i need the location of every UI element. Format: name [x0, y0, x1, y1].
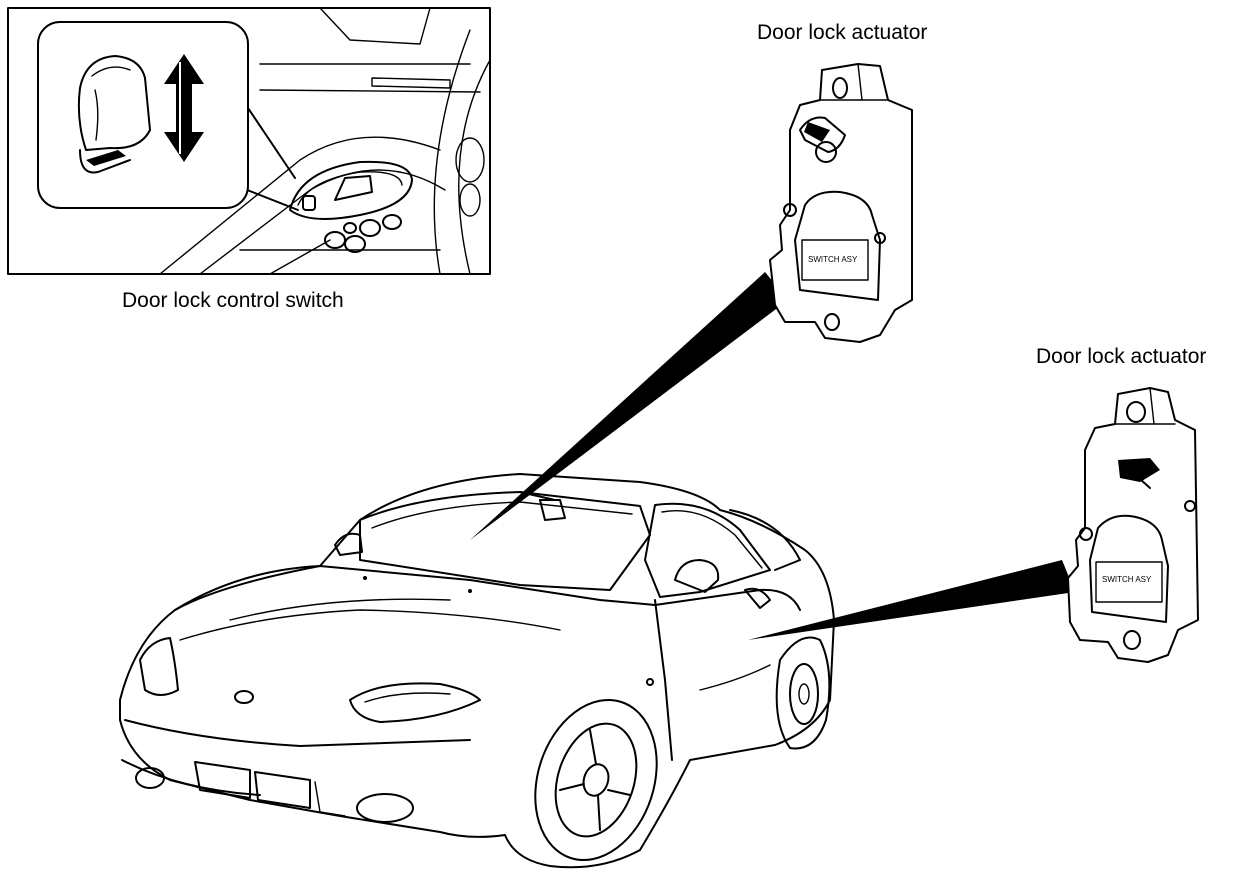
actuator-rear: SWITCH ASY — [1067, 387, 1199, 663]
actuator-plate-text-front: SWITCH ASY — [808, 255, 858, 264]
switch-callout — [37, 21, 299, 211]
leader-wedge-rear — [748, 560, 1075, 640]
front-wheel — [534, 698, 658, 862]
switch-inset — [7, 7, 491, 275]
rear-wheel — [775, 636, 831, 750]
door-lock-switch-icon — [77, 55, 151, 174]
actuator-plate-text-rear: SWITCH ASY — [1102, 575, 1152, 584]
inset-frame — [7, 7, 491, 275]
actuator-front: SWITCH ASY — [769, 63, 913, 343]
label-door-lock-actuator-front: Door lock actuator — [757, 21, 928, 44]
car-icon — [119, 473, 835, 869]
leader-wedge-front — [470, 272, 788, 540]
up-down-arrow-icon — [164, 54, 204, 162]
label-door-lock-control-switch: Door lock control switch — [122, 289, 344, 312]
armrest-switch-cluster — [289, 160, 413, 253]
label-door-lock-actuator-rear: Door lock actuator — [1036, 345, 1207, 368]
